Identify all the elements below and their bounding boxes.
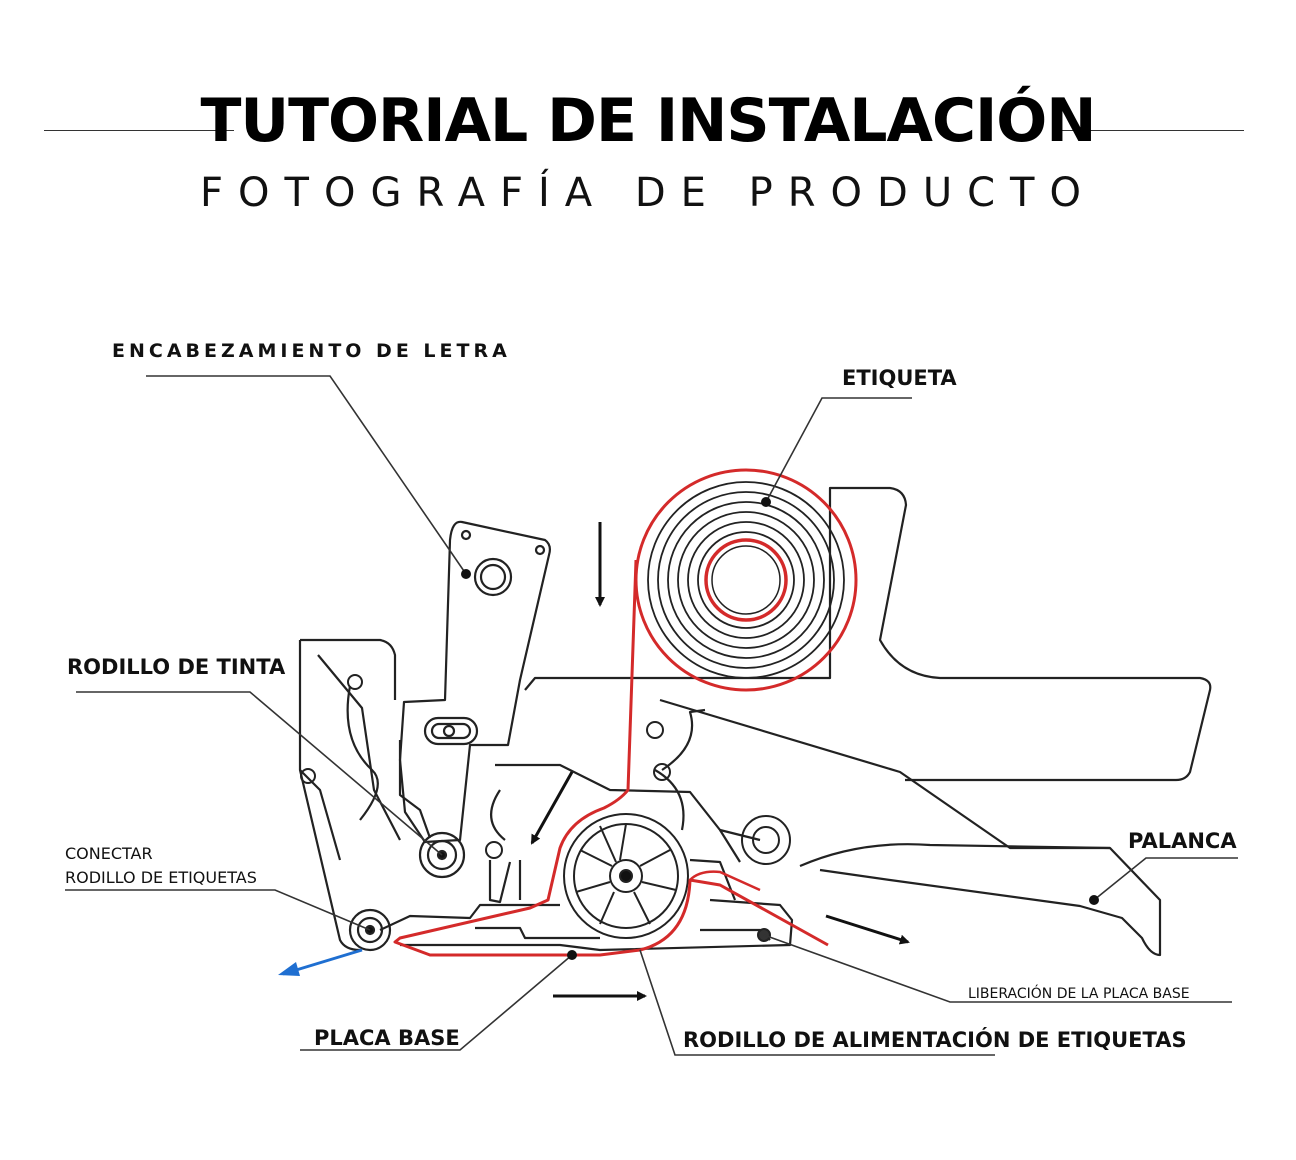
label-roll	[634, 468, 858, 692]
leader-lines	[65, 375, 1238, 1056]
lever-label: PALANCA	[1128, 829, 1237, 853]
base-release-label: LIBERACIÓN DE LA PLACA BASE	[968, 986, 1190, 1002]
label-roll-label: ETIQUETA	[842, 366, 957, 390]
ink-roller-label: RODILLO DE TINTA	[67, 655, 286, 679]
page-title: TUTORIAL DE INSTALACIÓN	[200, 86, 1096, 156]
label-path-return	[689, 870, 761, 892]
title-rule-left	[44, 130, 234, 131]
label-path	[393, 559, 829, 957]
connect-roller-label-1: CONECTAR	[65, 844, 153, 863]
feed-roller	[563, 813, 689, 939]
leader-dots	[461, 497, 1099, 960]
pull-arrow-head	[278, 962, 300, 976]
label-roller	[348, 908, 392, 952]
feed-roller-label: RODILLO DE ALIMENTACIÓN DE ETIQUETAS	[683, 1028, 1187, 1052]
device-body	[298, 486, 1212, 957]
motion-arrows	[530, 522, 910, 1001]
base-plate-label: PLACA BASE	[314, 1026, 460, 1050]
type-head-label: ENCABEZAMIENTO DE LETRA	[112, 340, 511, 362]
connect-roller-label-2: RODILLO DE ETIQUETAS	[65, 868, 257, 887]
pivot-pins	[300, 674, 791, 942]
title-rule-right	[1062, 130, 1244, 131]
type-head	[398, 520, 551, 844]
page-subtitle: FOTOGRAFÍA DE PRODUCTO	[200, 170, 1096, 216]
